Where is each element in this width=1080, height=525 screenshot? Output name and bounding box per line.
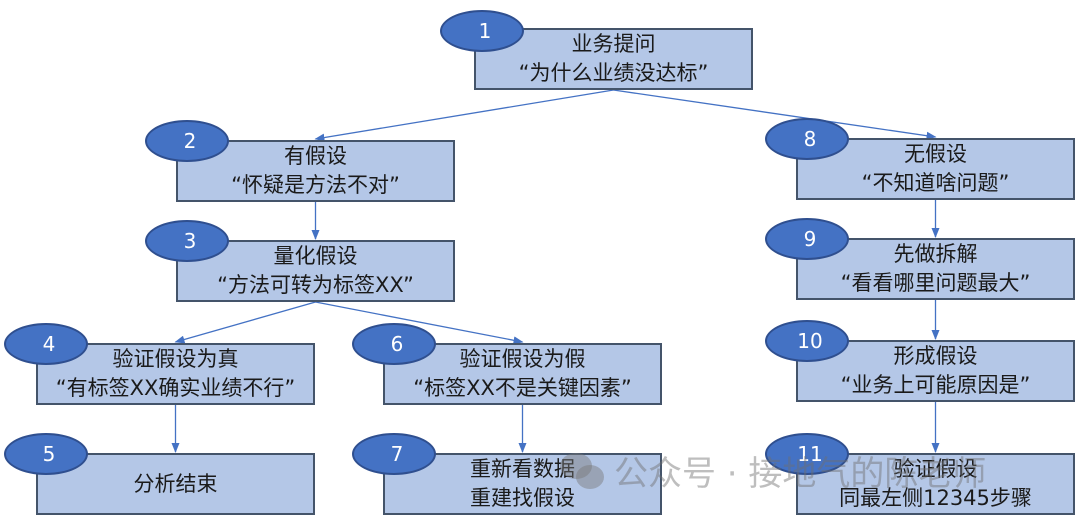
- watermark: 公众号 · 接地气的陈老师: [560, 446, 986, 495]
- node-6-title: 验证假设为假: [459, 347, 586, 371]
- node-2-has-hypothesis: 有假设 “怀疑是方法不对”: [176, 140, 455, 202]
- node-11-subtitle: 同最左侧12345步骤: [839, 486, 1032, 510]
- node-5-title: 分析结束: [133, 471, 218, 496]
- node-6-number-badge: 6: [352, 323, 436, 365]
- node-1-title: 业务提问: [571, 32, 656, 56]
- node-7-number-badge: 7: [352, 433, 436, 475]
- node-7-title: 重新看数据: [470, 457, 575, 481]
- node-6-subtitle: “标签XX不是关键因素”: [413, 376, 632, 400]
- node-5-number-badge: 5: [4, 433, 88, 475]
- node-8-number-badge: 8: [765, 118, 849, 160]
- node-4-subtitle: “有标签XX确实业绩不行”: [55, 376, 296, 400]
- node-10-title: 形成假设: [893, 344, 978, 368]
- node-2-subtitle: “怀疑是方法不对”: [231, 173, 400, 197]
- node-4-number-badge: 4: [4, 323, 88, 365]
- node-3-subtitle: “方法可转为标签XX”: [217, 273, 414, 297]
- node-11-verify-hypothesis: 验证假设 同最左侧12345步骤: [796, 453, 1075, 515]
- node-2-title: 有假设: [284, 144, 347, 168]
- node-9-subtitle: “看看哪里问题最大”: [840, 271, 1031, 295]
- edge-3-to-4: [174, 301, 316, 344]
- node-8-no-hypothesis: 无假设 “不知道啥问题”: [796, 138, 1075, 200]
- node-4-title: 验证假设为真: [112, 347, 239, 371]
- node-1-number-badge: 1: [440, 10, 524, 52]
- node-9-number-badge: 9: [765, 218, 849, 260]
- node-1-subtitle: “为什么业绩没达标”: [518, 61, 709, 85]
- node-7-subtitle: 重建找假设: [470, 486, 575, 510]
- edge-1-to-2: [314, 89, 614, 142]
- node-9-title: 先做拆解: [893, 242, 978, 266]
- watermark-text: 公众号 · 接地气的陈老师: [614, 454, 987, 494]
- node-10-number-badge: 10: [765, 320, 849, 362]
- node-2-number-badge: 2: [145, 120, 229, 162]
- wechat-icon: [560, 452, 604, 489]
- node-3-title: 量化假设: [273, 244, 358, 268]
- node-8-subtitle: “不知道啥问题”: [861, 171, 1010, 195]
- node-3-number-badge: 3: [145, 220, 229, 262]
- node-10-subtitle: “业务上可能原因是”: [840, 373, 1031, 397]
- edge-1-to-8: [613, 89, 937, 140]
- node-11-number-badge: 11: [765, 433, 849, 475]
- node-8-title: 无假设: [904, 142, 967, 166]
- node-11-title: 验证假设: [893, 457, 978, 481]
- edge-3-to-6: [315, 301, 524, 345]
